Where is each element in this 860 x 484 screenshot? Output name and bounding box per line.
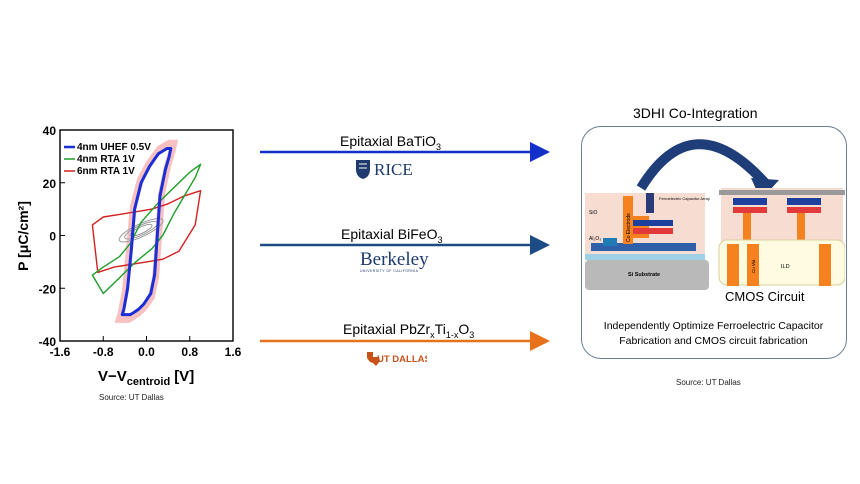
label-batio3: Epitaxial BaTiO3: [340, 133, 441, 152]
si-substrate-label: Si Substrate: [628, 272, 660, 278]
legend-label-uhef: 4nm UHEF 0.5V: [77, 142, 151, 153]
y-tick-label: -20: [39, 282, 57, 296]
co-integration-box: [581, 126, 847, 359]
x-axis-label: V−Vcentroid [V]: [98, 368, 194, 388]
pink-shaded-loop: [114, 139, 179, 323]
series-line-0: [120, 147, 173, 317]
label-pzt: Epitaxial PbZrxTi1-xO3: [343, 321, 474, 340]
optimize-line-1: Independently Optimize Ferroelectric Cap…: [603, 320, 824, 332]
y-tick-label: 0: [49, 230, 56, 244]
flip-arrow-icon: [636, 139, 769, 191]
left-source: Source: UT Dallas: [99, 393, 164, 402]
y-axis-label: P [μC/cm²]: [15, 201, 31, 271]
ild-label: ILD: [781, 264, 790, 270]
al2o3-label: Al₂O₃: [589, 236, 601, 242]
x-tick-label: -0.8: [93, 345, 114, 359]
cmos-circuit-label: CMOS Circuit: [725, 289, 805, 304]
y-tick-label: -40: [39, 335, 57, 349]
cmos-stack: [718, 188, 845, 286]
rice-logo-text: RICE: [374, 160, 413, 179]
utdallas-logo-text: UT DALLAS: [377, 354, 427, 365]
x-tick-label: 0.0: [138, 345, 155, 359]
label-pzt-sub2: 1-x: [445, 329, 459, 340]
optimize-line-2: Fabrication and CMOS circuit fabrication: [619, 335, 808, 347]
electrode-label: Co Electrode: [626, 213, 632, 242]
x-tick-label: 1.6: [225, 345, 242, 359]
x-tick-label: 0.8: [181, 345, 198, 359]
rice-shield-icon: RICE: [356, 160, 413, 179]
label-bifeo3-text: Epitaxial BiFeO: [341, 226, 438, 242]
pink-band-path: [114, 139, 179, 323]
ticks-group: -1.6 -0.8 0.0 0.8 1.6 40 20 0 -20 -40: [39, 124, 242, 359]
arrows-panel: [260, 142, 550, 351]
label-batio3-sub: 3: [435, 141, 441, 152]
label-pzt-sub3: 3: [469, 329, 475, 340]
fe-capacitor-stack: [585, 193, 709, 290]
hysteresis-chart: -1.6 -0.8 0.0 0.8 1.6 40 20 0 -20 -40 4nm UHEF 0.…: [15, 124, 242, 388]
rice-logo: RICE: [355, 158, 423, 185]
legend-label-rta4: 4nm RTA 1V: [77, 154, 135, 165]
series-group: [91, 147, 202, 317]
texas-state-icon: UT DALLAS: [367, 352, 431, 366]
y-tick-label: 20: [43, 177, 57, 191]
x-axis-label-unit: [V]: [174, 368, 194, 385]
x-tick-label: -1.6: [50, 345, 71, 359]
label-pzt-end: O: [458, 321, 470, 337]
legend-label-rta6: 6nm RTA 1V: [77, 166, 135, 177]
right-source: Source: UT Dallas: [676, 378, 741, 387]
co-integration-title: 3DHI Co-Integration: [633, 105, 758, 121]
fe-array-label: Ferroelectric Capacitor Array: [659, 196, 710, 201]
cu-via-label: Cu Via: [751, 259, 756, 273]
gray-loop: [129, 223, 153, 237]
berkeley-logo-subtext: UNIVERSITY OF CALIFORNIA: [360, 269, 419, 273]
berkeley-logo-text: Berkeley: [360, 249, 429, 270]
label-bifeo3-sub: 3: [437, 234, 443, 245]
co-integration-diagram: Ferroelectric Capacitor Array SiO Al₂O₃ …: [585, 139, 845, 290]
utdallas-logo: UT DALLAS: [365, 349, 431, 374]
x-axis-label-sub: centroid: [127, 376, 170, 388]
gray-loop: [118, 218, 164, 243]
sio2-label: SiO: [589, 210, 597, 216]
label-batio3-text: Epitaxial BaTiO: [340, 133, 436, 149]
series-line-1: [91, 163, 202, 295]
label-pzt-mid: Ti: [434, 321, 446, 337]
berkeley-logo: Berkeley UNIVERSITY OF CALIFORNIA: [360, 249, 429, 273]
x-axis-label-main: V−V: [98, 368, 127, 385]
label-pzt-text: Epitaxial PbZr: [343, 321, 431, 337]
y-tick-label: 40: [43, 124, 57, 138]
label-pzt-sub1: x: [430, 329, 435, 340]
series-line-2: [91, 190, 202, 274]
label-bifeo3: Epitaxial BiFeO3: [341, 226, 443, 245]
optimize-description: Independently Optimize Ferroelectric Cap…: [586, 319, 841, 349]
chart-legend: 4nm UHEF 0.5V 4nm RTA 1V 6nm RTA 1V: [64, 142, 151, 177]
